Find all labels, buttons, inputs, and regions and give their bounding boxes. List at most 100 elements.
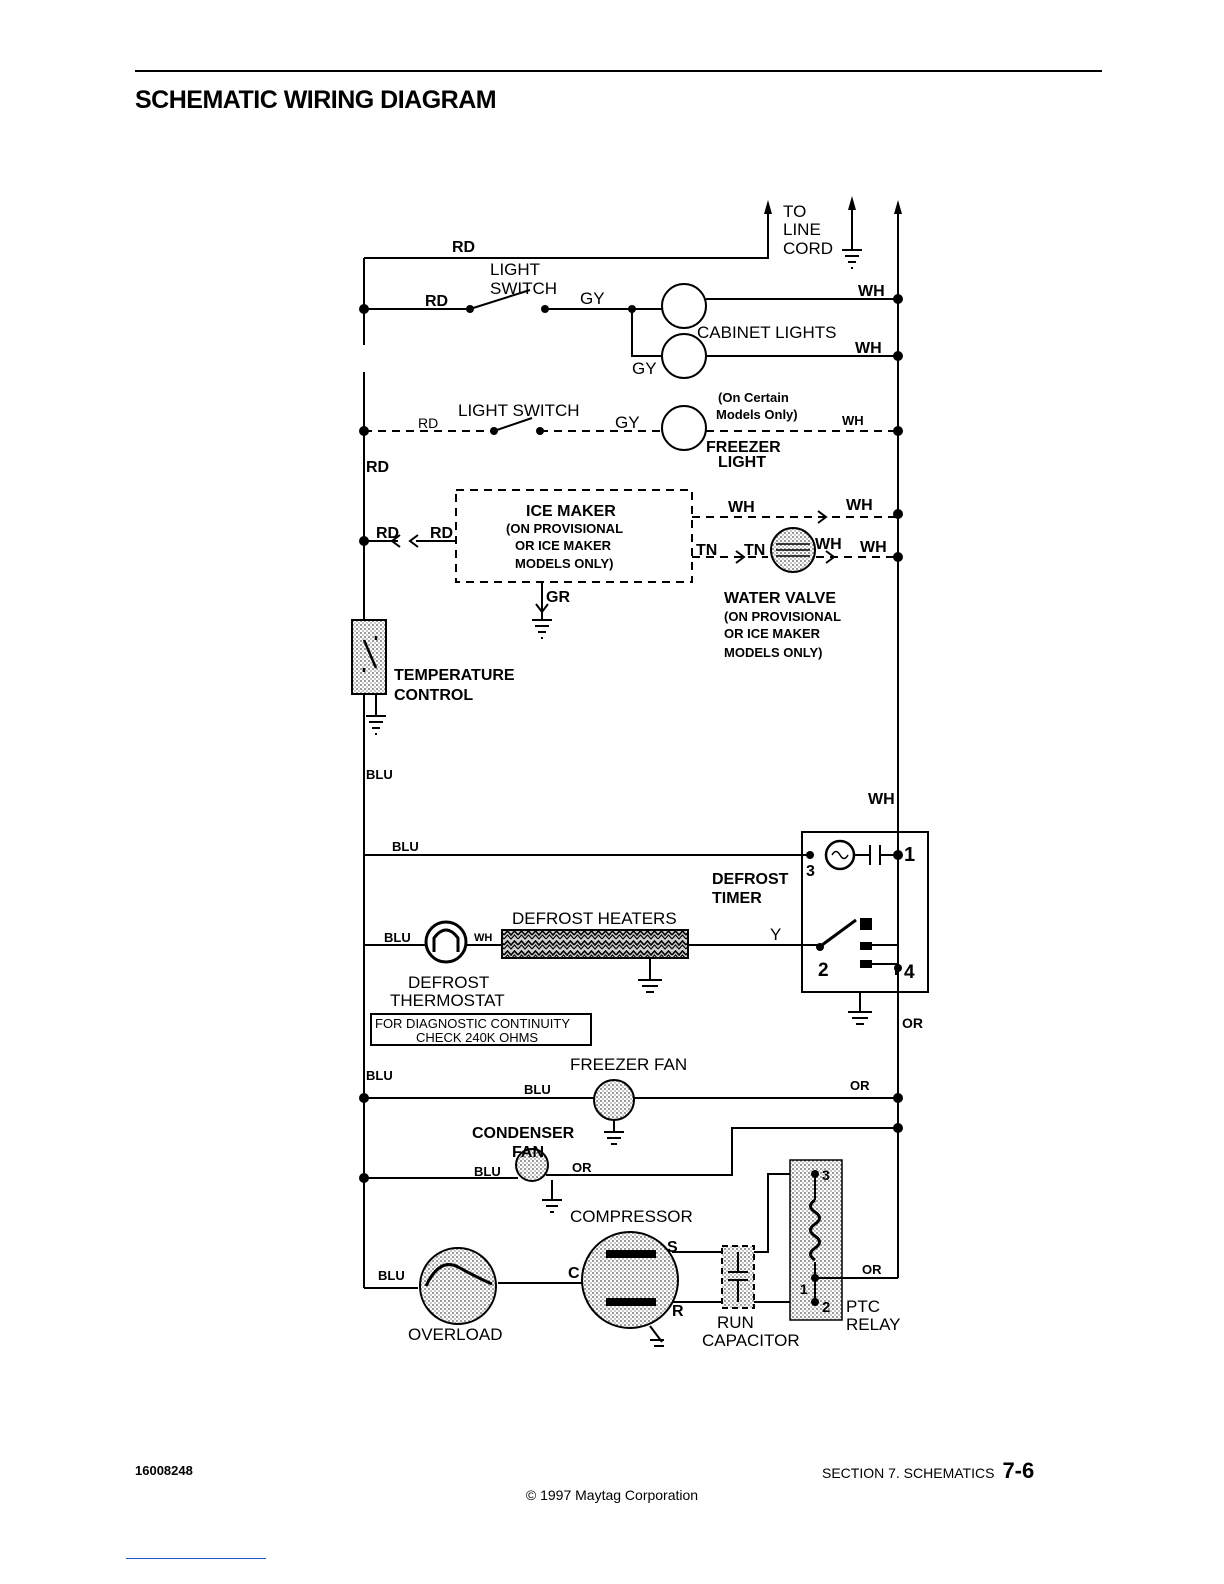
diagram-path [604, 1120, 624, 1145]
freezer-light-note-1: (On Certain [718, 390, 789, 405]
label-rd: RD [430, 525, 453, 542]
diagram-path [631, 309, 898, 357]
freezer-light-label-2: LIGHT [718, 454, 766, 471]
label-1: OR ICE MAKER [515, 538, 612, 553]
label-blu: BLU [384, 930, 411, 945]
diagram-rect [606, 1250, 656, 1258]
ptc-relay-terminal-2: 2 [822, 1299, 830, 1316]
diagram-rect [860, 918, 872, 930]
ptc-relay-label-1: PTC [846, 1297, 880, 1316]
label-gy: GY [580, 289, 605, 308]
label-blu: BLU [378, 1268, 405, 1283]
diagram-rect [860, 960, 872, 968]
diagram-rect [606, 1298, 656, 1306]
condenser-fan-label-1: CONDENSER [472, 1125, 575, 1142]
label-gy: GY [615, 413, 640, 432]
diagram-circle [893, 1093, 903, 1103]
diagram-path [869, 845, 881, 865]
label-blu: BLU [392, 839, 419, 854]
diagram-circle [893, 1123, 903, 1133]
label-wh: WH [868, 791, 895, 808]
compressor-wire [364, 1282, 590, 1289]
label-rd: RD [418, 415, 438, 431]
defrost-thermostat-icon [424, 920, 468, 964]
run-capacitor-label-2: CAPACITOR [702, 1331, 800, 1350]
diagram-circle [628, 305, 636, 313]
diagram-circle [893, 509, 903, 519]
diagram-circle [893, 426, 903, 436]
line-cord-label-1: TO [783, 202, 806, 221]
diagram-path [638, 958, 662, 993]
freezer-fan-icon [593, 1079, 635, 1121]
compressor-terminal-c: C [568, 1265, 580, 1282]
compressor-icon [581, 1231, 679, 1329]
diagram-path [868, 963, 897, 975]
freezer-fan-label: FREEZER FAN [570, 1055, 687, 1074]
diagram-circle [359, 1093, 369, 1103]
label-wh: WH [842, 413, 864, 428]
freezer-light-icon [661, 405, 707, 451]
diagram-circle [359, 426, 369, 436]
diagnostic-note-box [370, 1013, 592, 1046]
cabinet-light-2-icon [661, 333, 707, 379]
label-or: OR [862, 1262, 882, 1277]
doc-number: 16008248 [135, 1463, 193, 1478]
line-cord-label-3: CORD [783, 239, 833, 258]
ice-maker-name: ICE MAKER [526, 503, 616, 520]
label-rd: RD [425, 293, 448, 310]
label-y: Y [770, 925, 781, 944]
defrost-timer-terminal-1: 1 [904, 844, 915, 866]
light-switch-label-1: LIGHT [490, 260, 540, 279]
label-0: FOR DIAGNOSTIC CONTINUITY [375, 1016, 570, 1031]
diagram-path [535, 603, 549, 614]
line-cord-arrow-left [764, 200, 772, 214]
water-valve-name: WATER VALVE [724, 590, 836, 607]
diagram-path [432, 928, 460, 952]
freezer-light-switch-label: LIGHT SWITCH [458, 401, 580, 420]
temperature-control-label-1: TEMPERATURE [394, 667, 515, 684]
diagram-circle [541, 305, 549, 313]
diagram-circle [893, 351, 903, 361]
compressor-terminal-r: R [672, 1303, 684, 1320]
label-wh: WH [855, 340, 882, 357]
compressor-label: COMPRESSOR [570, 1207, 693, 1226]
line-cord-arrow-right [894, 200, 902, 214]
ptc-relay-label-2: RELAY [846, 1315, 901, 1334]
copyright: © 1997 Maytag Corporation [525, 1487, 699, 1503]
header-rule [135, 70, 1102, 72]
diagram-path [817, 510, 828, 524]
defrost-heaters-label: DEFROST HEATERS [512, 909, 677, 928]
condenser-fan-label-2: FAN [512, 1144, 544, 1161]
label-wh: WH [846, 497, 873, 514]
label-wh: WH [474, 932, 492, 944]
label-blu: BLU [366, 1068, 393, 1083]
label-tn: TN [744, 542, 765, 559]
line-cord-label-2: LINE [783, 220, 821, 239]
label-gy: GY [632, 359, 657, 378]
label-1: CHECK 240K OHMS [416, 1030, 538, 1045]
overload-label: OVERLOAD [408, 1325, 502, 1344]
diagram-circle [359, 536, 369, 546]
diagram-circle [811, 1170, 819, 1178]
cabinet-lights-label: CABINET LIGHTS [697, 323, 837, 342]
label-or: OR [902, 1015, 923, 1031]
label-2: MODELS ONLY) [724, 645, 822, 660]
diagram-polygon [848, 196, 856, 210]
defrost-timer-box [801, 831, 929, 993]
label-rd: RD [376, 525, 399, 542]
condenser-fan-icon [515, 1148, 549, 1182]
freezer-light-label-1: FREEZER [706, 439, 781, 456]
label-tn: TN [696, 542, 717, 559]
label-blu: BLU [366, 767, 393, 782]
light-switch-label-2: SWITCH [490, 279, 557, 298]
cabinet-lights-wire [364, 298, 898, 310]
defrost-timer-ground [848, 992, 872, 1025]
page-number: 7-6 [1002, 1458, 1035, 1483]
run-capacitor-label-1: RUN [717, 1313, 754, 1332]
label-wh: WH [860, 539, 887, 556]
label-1: OR ICE MAKER [724, 626, 821, 641]
temperature-control-label-2: CONTROL [394, 687, 473, 704]
timer-internal [868, 855, 899, 946]
label-0: (ON PROVISIONAL [724, 609, 841, 624]
section-label: SECTION 7. SCHEMATICS [822, 1465, 995, 1481]
